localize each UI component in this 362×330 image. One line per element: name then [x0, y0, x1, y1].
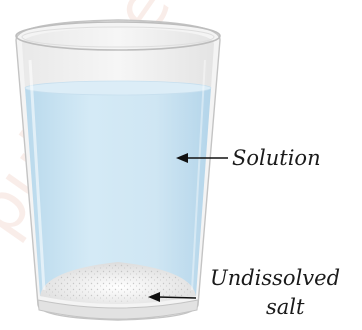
- glass-base: [37, 299, 199, 320]
- undissolved-label-line2: salt: [266, 295, 305, 319]
- glass-rim-inner: [21, 26, 215, 48]
- solution-surface: [24, 80, 212, 96]
- glass-rim: [15, 21, 221, 51]
- undissolved-label-line1: Undissolved: [210, 266, 341, 290]
- solution-liquid: [25, 84, 211, 302]
- salt-texture: [42, 264, 194, 302]
- glass-empty-region: [22, 28, 214, 88]
- solution-pointer-arrow: [176, 153, 228, 163]
- solution-label: Solution: [232, 146, 321, 170]
- salt-pointer-arrow: [148, 292, 197, 302]
- glass-highlight-left: [28, 59, 46, 291]
- glass-highlight-right: [191, 59, 206, 291]
